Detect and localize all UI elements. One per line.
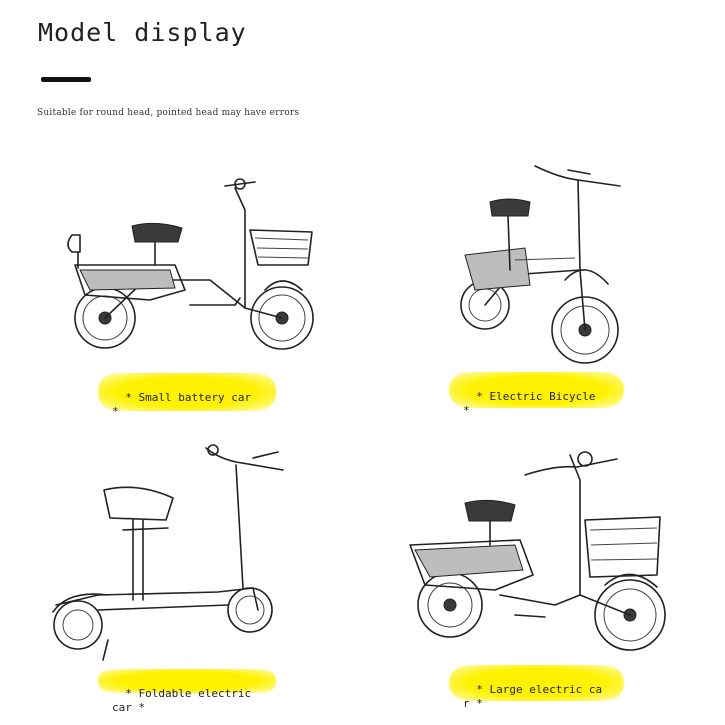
foldable-electric-car-label: * Foldable electric car * [98, 669, 276, 714]
small-battery-car-label: * Small battery car* [98, 373, 276, 418]
electric-bicycle-icon [450, 160, 630, 370]
electric-bicycle-label: * Electric Bicycle* [449, 372, 624, 417]
small-battery-car-icon [50, 170, 320, 360]
large-electric-car-icon [405, 445, 675, 670]
title-underline [41, 77, 91, 82]
page-title: Model display [38, 18, 247, 47]
compatibility-note: Suitable for round head, pointed head ma… [37, 108, 300, 118]
foldable-scooter-icon [48, 440, 298, 665]
